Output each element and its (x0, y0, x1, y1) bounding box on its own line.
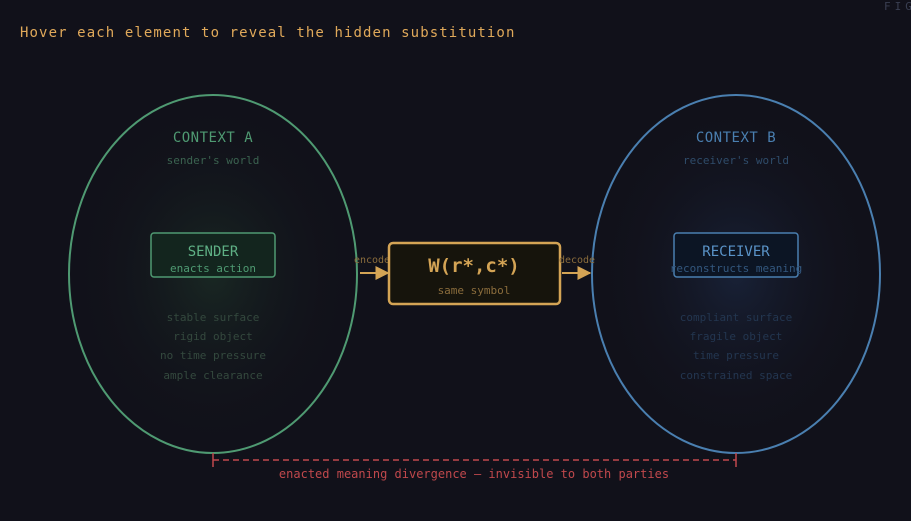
context-a-trait[interactable]: rigid object (173, 330, 252, 343)
receiver-node[interactable]: RECEIVER reconstructs meaning (670, 232, 802, 278)
receiver-sublabel: reconstructs meaning (670, 262, 802, 275)
hover-hint: Hover each element to reveal the hidden … (20, 25, 516, 41)
receiver-label: RECEIVER (702, 244, 770, 260)
context-a-title: CONTEXT A (173, 130, 253, 146)
figure-tag: FIG (884, 0, 911, 13)
context-b-subtitle: receiver's world (683, 154, 789, 167)
symbol-box[interactable] (387, 241, 562, 306)
context-a-subtitle: sender's world (167, 154, 260, 167)
decode-label: decode (559, 255, 595, 266)
symbol-node[interactable]: W(r*,c*) same symbol (387, 241, 562, 306)
encode-label: encode (354, 255, 390, 266)
sender-node[interactable]: SENDER enacts action (150, 232, 276, 278)
context-b-title: CONTEXT B (696, 130, 776, 146)
sender-label: SENDER (188, 244, 239, 260)
context-a[interactable]: CONTEXT A sender's world SENDER enacts a… (68, 94, 358, 454)
context-a-trait[interactable]: stable surface (167, 311, 260, 324)
receiver-box[interactable] (673, 232, 799, 278)
context-b[interactable]: CONTEXT B receiver's world RECEIVER reco… (591, 94, 881, 454)
symbol-sublabel: same symbol (438, 284, 511, 297)
sender-box[interactable] (150, 232, 276, 278)
context-b-trait[interactable]: compliant surface (680, 311, 793, 324)
context-b-trait[interactable]: fragile object (690, 330, 783, 343)
context-b-trait[interactable]: constrained space (680, 369, 793, 382)
sender-sublabel: enacts action (170, 262, 256, 275)
context-a-trait[interactable]: ample clearance (163, 369, 262, 382)
context-b-trait[interactable]: time pressure (693, 349, 779, 362)
divergence-bracket[interactable]: enacted meaning divergence — invisible t… (212, 453, 737, 481)
symbol-label: W(r*,c*) (428, 255, 520, 277)
decode-arrow[interactable]: decode (559, 255, 595, 280)
encode-arrow[interactable]: encode (354, 255, 390, 280)
context-a-trait[interactable]: no time pressure (160, 349, 266, 362)
divergence-label: enacted meaning divergence — invisible t… (279, 467, 669, 481)
